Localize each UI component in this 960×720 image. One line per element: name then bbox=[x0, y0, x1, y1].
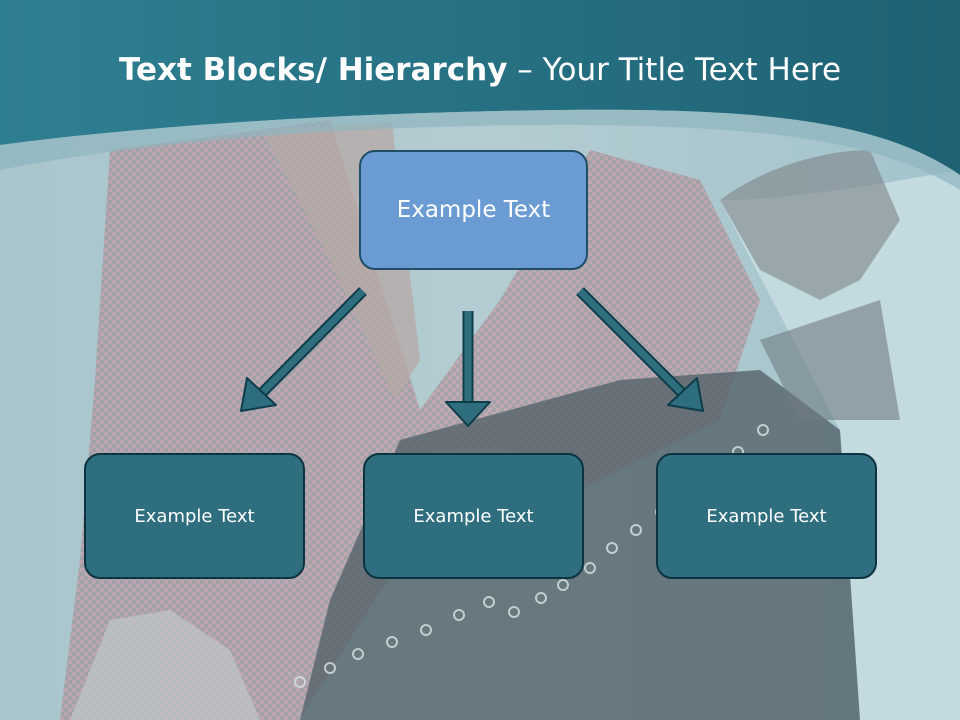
child-box-text: Example Text bbox=[134, 505, 255, 527]
top-level-box: Example Text bbox=[359, 150, 588, 270]
slide-title: Text Blocks/ Hierarchy – Your Title Text… bbox=[0, 52, 960, 88]
child-box-text: Example Text bbox=[706, 505, 827, 527]
top-box-text: Example Text bbox=[396, 197, 551, 223]
child-box-right: Example Text bbox=[656, 453, 877, 579]
child-box-text: Example Text bbox=[413, 505, 534, 527]
title-bold-part: Text Blocks/ Hierarchy bbox=[118, 52, 508, 88]
child-box-middle: Example Text bbox=[363, 453, 584, 579]
title-rest-part: – Your Title Text Here bbox=[507, 52, 842, 88]
child-box-left: Example Text bbox=[84, 453, 305, 579]
